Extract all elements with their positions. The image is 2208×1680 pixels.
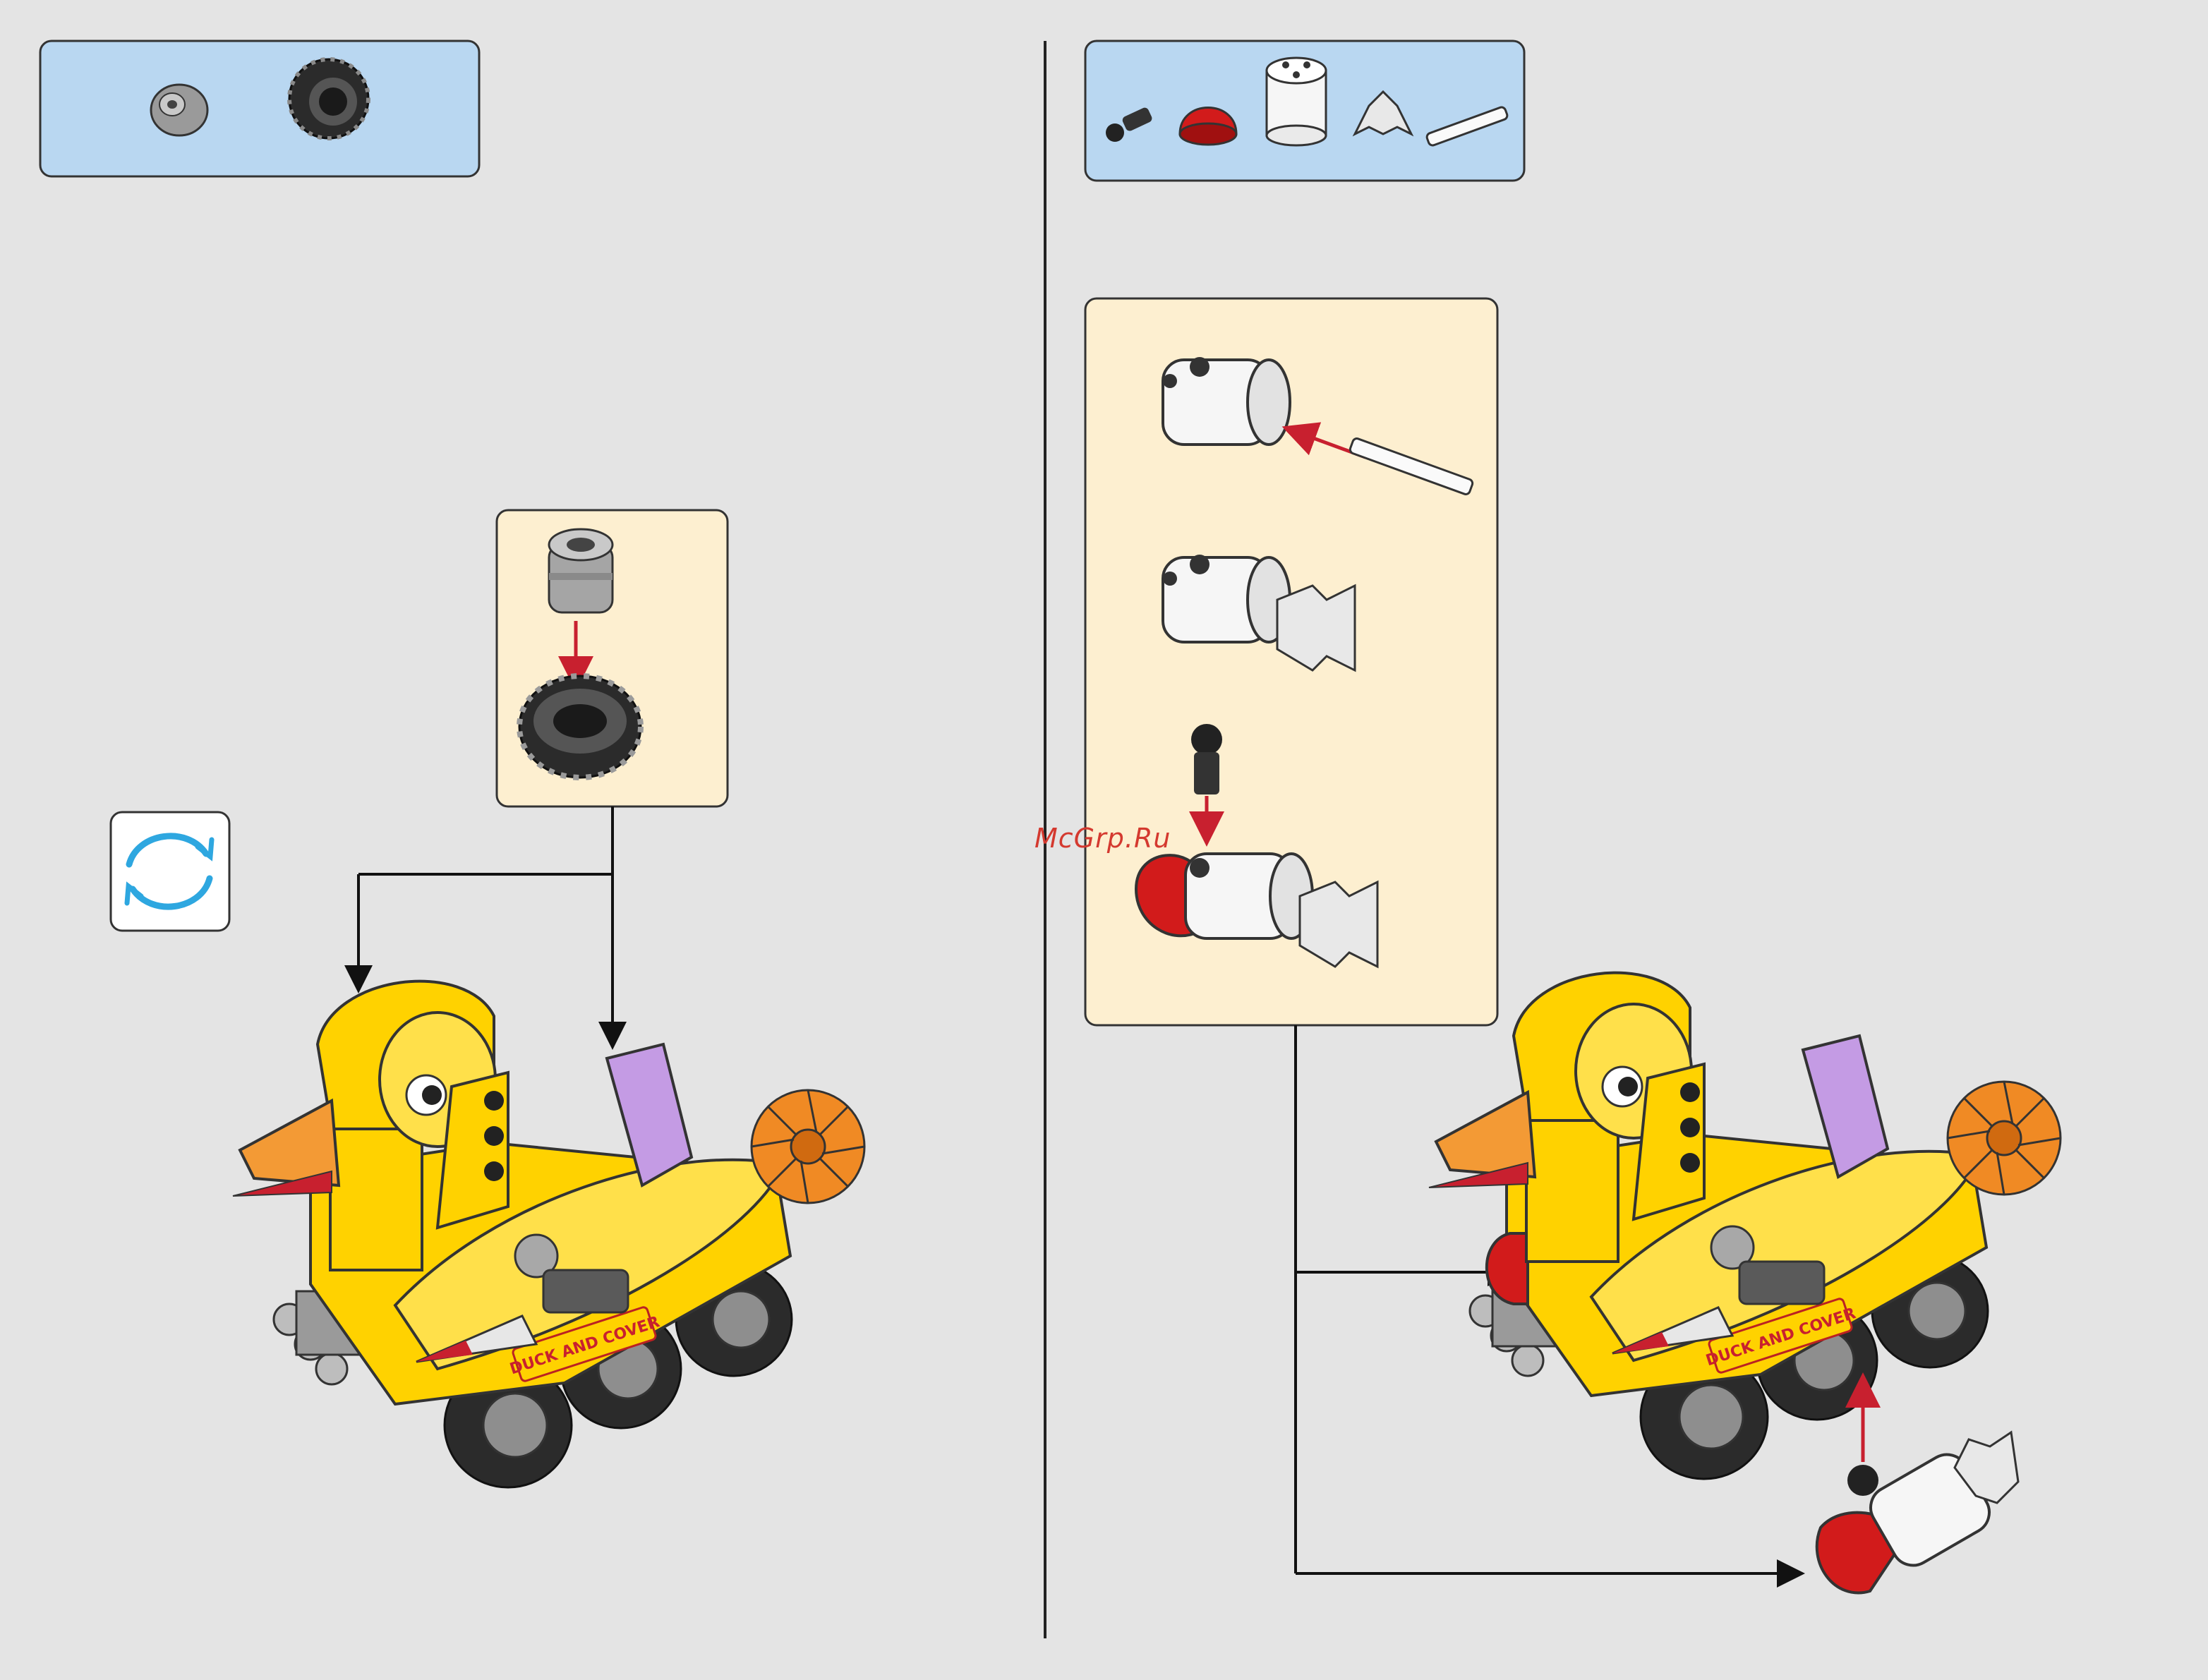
model-eye-icon <box>1603 1067 1642 1106</box>
cylinder-brick-white-icon <box>1267 58 1326 145</box>
hub-part-icon <box>549 529 613 612</box>
watermark-text: McGrp.Ru <box>1034 823 1171 854</box>
left-subassembly-box <box>497 510 728 806</box>
right-subassembly-box <box>1085 298 1497 1025</box>
model-orange-fan <box>752 1090 864 1203</box>
right-parts-callout <box>1085 41 1524 181</box>
model-orange-fan <box>1948 1082 2061 1195</box>
duck-model-right: DUCK AND COVER <box>1429 973 2061 1479</box>
dome-red-icon <box>1180 108 1236 145</box>
technic-bush-grey-icon <box>151 85 207 135</box>
left-parts-callout <box>40 41 479 176</box>
tire-part-icon <box>519 676 641 778</box>
duck-model-left: DUCK AND COVER <box>233 981 864 1487</box>
model-eye-icon <box>406 1075 446 1115</box>
tire-black-icon <box>289 59 368 138</box>
rotate-model-icon-box <box>111 812 229 931</box>
